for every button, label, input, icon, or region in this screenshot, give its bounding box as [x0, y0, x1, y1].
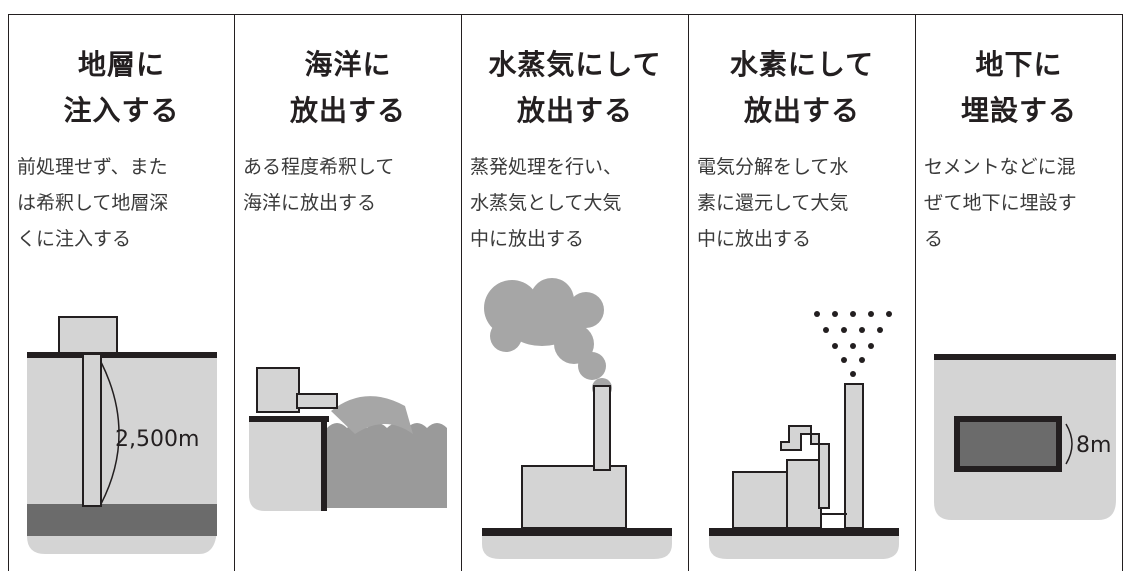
title-line: 放出する	[289, 94, 406, 127]
title-line: 地層に	[77, 48, 165, 81]
divider	[915, 14, 916, 571]
electrolysis-unit	[732, 471, 788, 529]
description-line: 電気分解をして水	[697, 156, 849, 178]
seawall	[321, 418, 327, 511]
column-hydrogen-release: 水素にして 放出する 電気分解をして水 素に還元して大気 中に放出する	[689, 14, 915, 571]
electrolysis-plant-illustration	[709, 311, 899, 559]
title-line: 水素にして	[729, 48, 875, 81]
surface-line	[27, 352, 217, 358]
title-line: 放出する	[516, 94, 633, 127]
description-line: 素に還元して大気	[697, 192, 849, 214]
discharge-stream	[331, 396, 413, 434]
title-line: 海洋に	[304, 48, 392, 81]
column-steam-release: 水蒸気にして 放出する 蒸発処理を行い、 水蒸気として大気 中に放出する	[462, 14, 688, 571]
injection-pipe	[82, 353, 102, 507]
burial-illustration: 8m	[934, 354, 1116, 520]
title-line: 注入する	[63, 94, 180, 127]
column-title: 水素にして 放出する	[689, 42, 915, 134]
top-border	[8, 14, 1123, 15]
plant-building	[521, 465, 627, 529]
description-line: は希釈して地層深	[17, 192, 169, 214]
hydrogen-particles	[814, 311, 892, 377]
column-description: 蒸発処理を行い、 水蒸気として大気 中に放出する	[470, 149, 682, 257]
title-line: 埋設する	[960, 94, 1077, 127]
ocean-discharge-illustration	[249, 367, 447, 511]
divider	[688, 14, 689, 571]
wellhead-building	[58, 316, 118, 355]
depth-label: 8m	[1076, 433, 1111, 458]
stack	[844, 383, 864, 529]
control-building	[786, 459, 822, 529]
divider	[461, 14, 462, 571]
description-line: 前処理せず、また	[17, 156, 168, 178]
description-line: 蒸発処理を行い、	[470, 156, 623, 178]
coast-surface-line	[249, 416, 329, 422]
surface-line	[934, 354, 1116, 360]
coast-land	[249, 420, 325, 511]
burial-vault-inner	[960, 422, 1056, 466]
column-ocean-release: 海洋に 放出する ある程度希釈して 海洋に放出する	[235, 14, 461, 571]
column-title: 地下に 埋設する	[916, 42, 1122, 134]
description-line: る	[924, 228, 944, 250]
depth-bracket	[1065, 423, 1073, 465]
discharge-pipe	[296, 393, 338, 409]
depth-label: 2,500m	[115, 427, 199, 452]
description-line: 中に放出する	[697, 228, 812, 250]
ground	[709, 536, 899, 559]
description-line: セメントなどに混	[924, 156, 1076, 178]
evaporation-plant-illustration	[482, 278, 672, 559]
title-line: 水蒸気にして	[488, 48, 662, 81]
surface-line	[482, 528, 672, 536]
title-line: 地下に	[975, 48, 1063, 81]
description-line: 水蒸気として大気	[470, 192, 622, 214]
divider	[1122, 14, 1123, 571]
column-description: 電気分解をして水 素に還元して大気 中に放出する	[697, 149, 909, 257]
divider	[8, 14, 9, 571]
column-underground-burial: 地下に 埋設する セメントなどに混 ぜて地下に埋設す る 8m	[916, 14, 1122, 571]
chimney	[593, 385, 611, 471]
surface-line	[709, 528, 899, 536]
column-title: 水蒸気にして 放出する	[462, 42, 688, 134]
column-description: セメントなどに混 ぜて地下に埋設す る	[924, 149, 1116, 257]
title-line: 放出する	[743, 94, 860, 127]
description-line: 中に放出する	[470, 228, 585, 250]
ground	[482, 536, 672, 559]
divider	[234, 14, 235, 571]
column-description: 前処理せず、また は希釈して地層深 くに注入する	[17, 149, 228, 257]
description-line: ぜて地下に埋設す	[924, 192, 1077, 214]
description-line: ある程度希釈して	[243, 156, 395, 178]
column-title: 地層に 注入する	[9, 42, 234, 134]
description-line: 海洋に放出する	[243, 192, 377, 214]
steam-cloud	[484, 278, 612, 398]
sea-water	[327, 423, 447, 508]
deep-stratum	[27, 504, 217, 536]
hydrogen-piping	[780, 425, 830, 509]
injection-well-illustration: 2,500m	[27, 316, 217, 554]
depth-bracket	[100, 361, 120, 505]
column-geological-injection: 地層に 注入する 前処理せず、また は希釈して地層深 くに注入する 2,500m	[9, 14, 234, 571]
description-line: くに注入する	[17, 228, 132, 250]
column-title: 海洋に 放出する	[235, 42, 461, 134]
column-description: ある程度希釈して 海洋に放出する	[243, 149, 455, 221]
discharge-facility	[256, 367, 300, 413]
